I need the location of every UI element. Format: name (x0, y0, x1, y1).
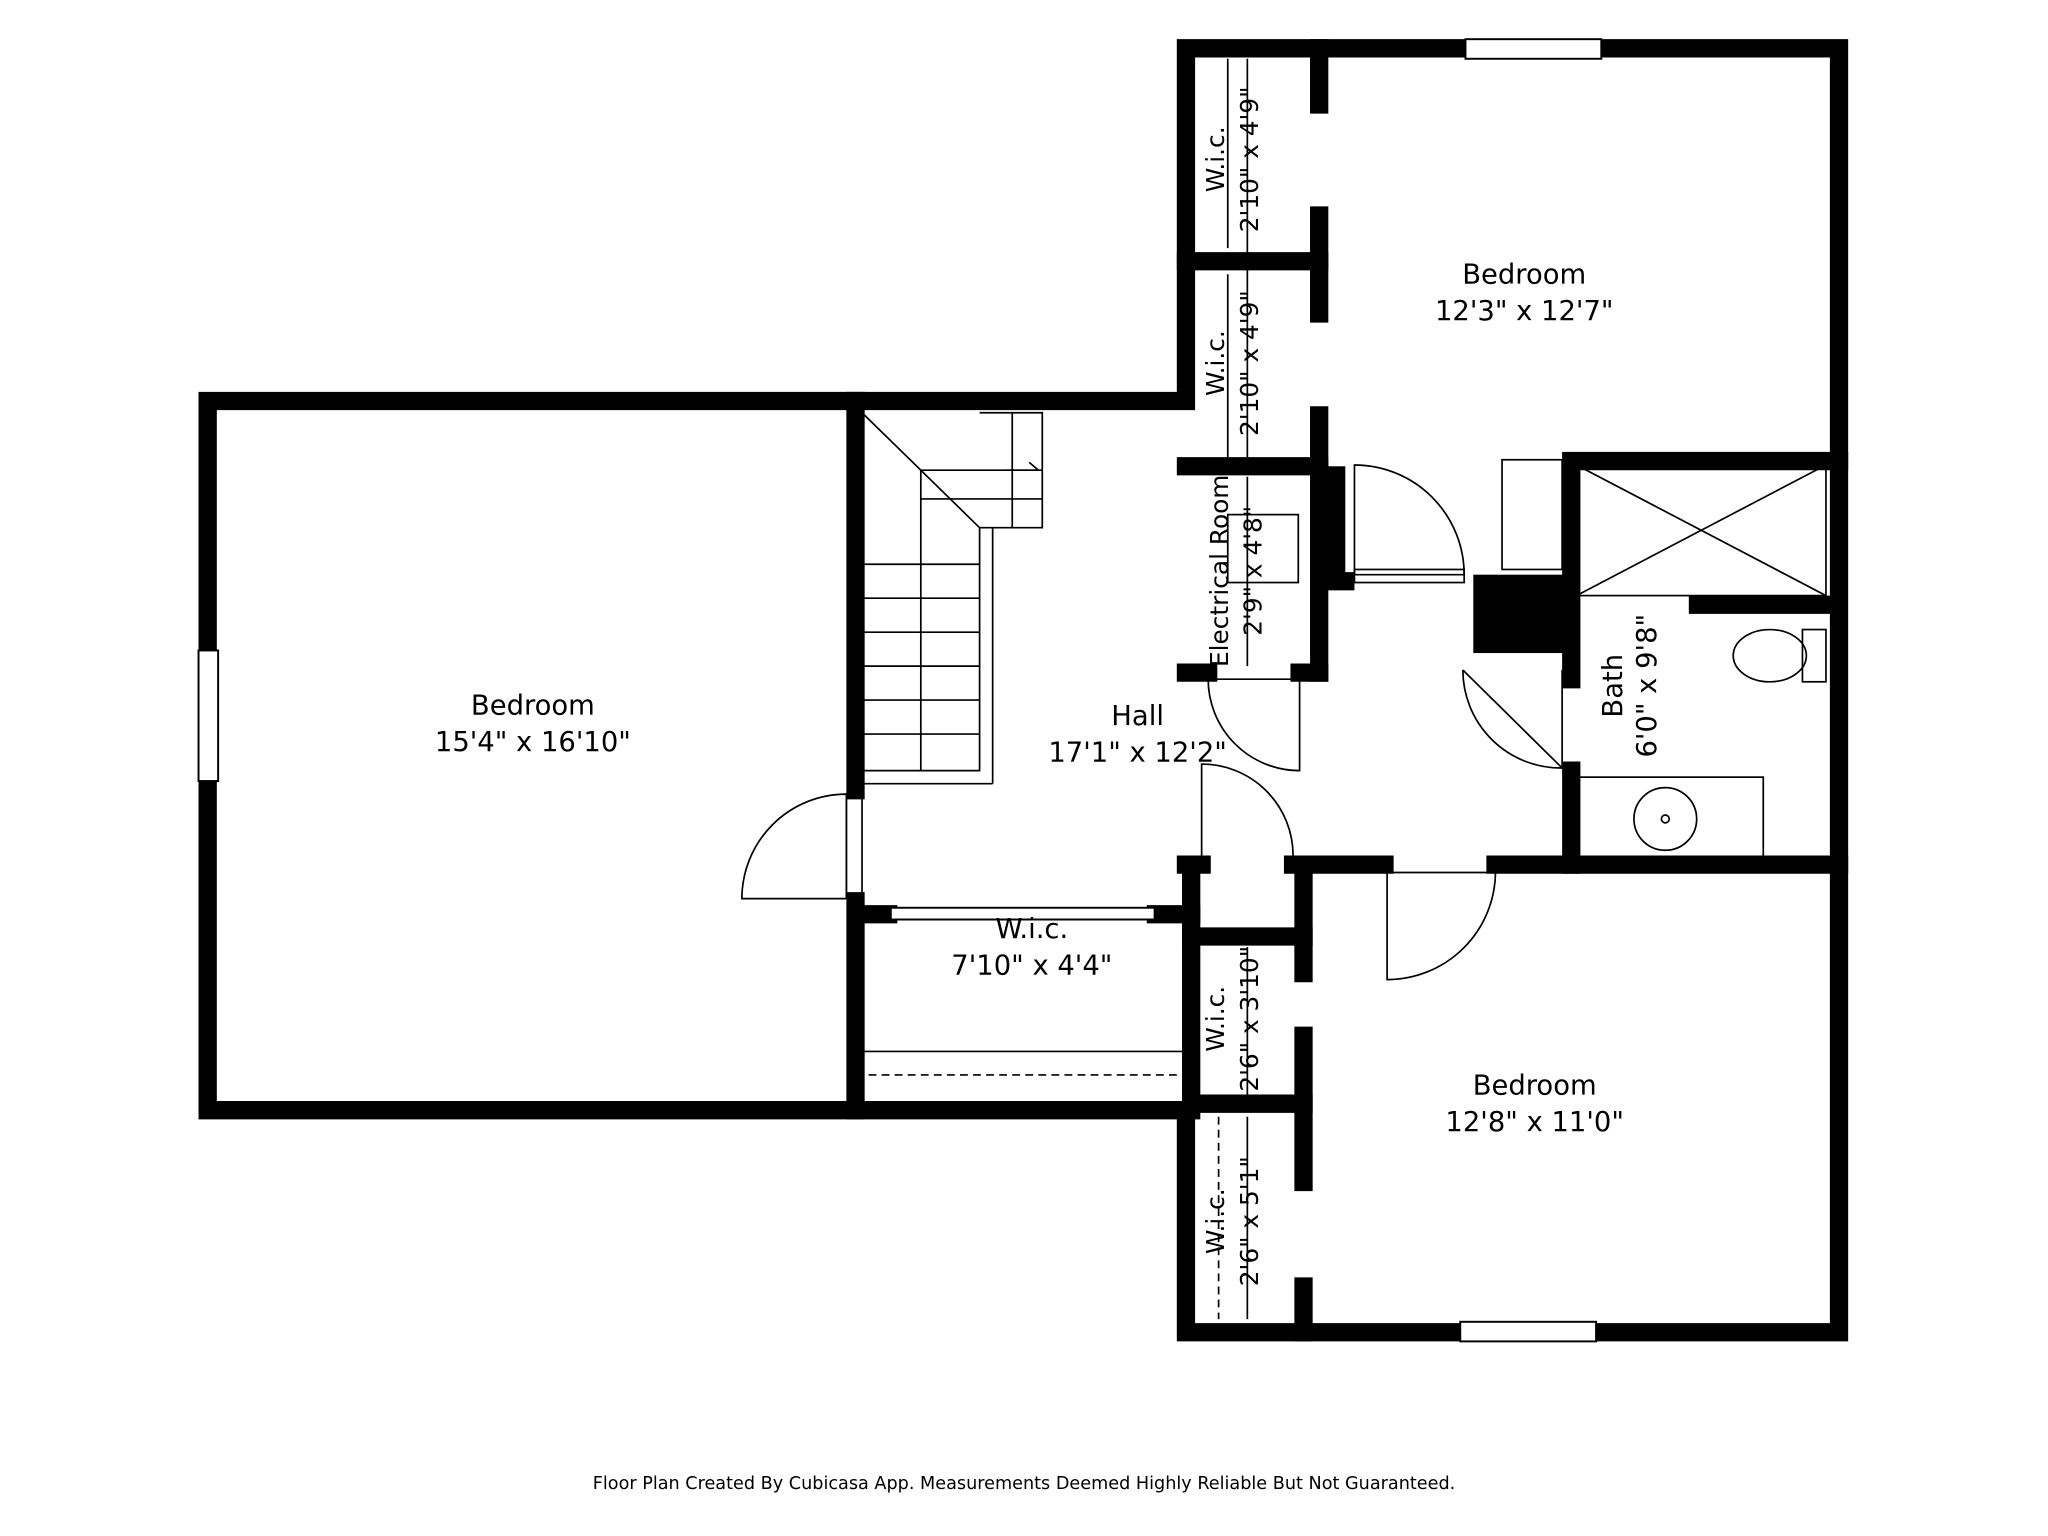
room-size: 12'8" x 11'0" (1445, 1107, 1624, 1138)
room-size: 2'9" x 4'8" (1239, 506, 1268, 636)
bath-fixtures (862, 58, 1827, 1320)
room-name: W.i.c. (1201, 986, 1230, 1052)
room-name: W.i.c. (1201, 1188, 1230, 1254)
room-size: 2'6" x 3'10" (1235, 946, 1264, 1092)
room-size: 2'10" x 4'9" (1235, 290, 1264, 436)
room-name: Hall (1111, 701, 1164, 732)
disclaimer-footer: Floor Plan Created By Cubicasa App. Meas… (593, 1474, 1456, 1494)
room-wic-top-2: W.i.c. 2'10" x 4'9" (1201, 290, 1264, 436)
room-hall: Hall 17'1" x 12'2" (1048, 701, 1227, 769)
room-size: 2'6" x 5'1" (1235, 1156, 1264, 1286)
room-name: W.i.c. (995, 914, 1068, 945)
room-bedroom-bottom-right: Bedroom 12'8" x 11'0" (1445, 1071, 1624, 1139)
windows (197, 38, 1603, 1343)
room-bath: Bath 6'0" x 9'8" (1598, 614, 1663, 758)
room-size: 7'10" x 4'4" (951, 950, 1112, 981)
stairs (861, 411, 1044, 785)
room-size: 17'1" x 12'2" (1048, 737, 1227, 768)
room-size: 12'3" x 12'7" (1435, 296, 1614, 327)
room-name: W.i.c. (1201, 126, 1230, 192)
doors (741, 464, 1563, 981)
room-name: Bedroom (471, 690, 595, 721)
walls (198, 39, 1849, 1342)
room-wic-bottom-2: W.i.c. 2'6" x 5'1" (1201, 1156, 1264, 1286)
room-bedroom-top-right: Bedroom 12'3" x 12'7" (1435, 259, 1614, 327)
room-wic-top-1: W.i.c. 2'10" x 4'9" (1201, 86, 1264, 232)
room-name: Bedroom (1462, 259, 1586, 290)
room-name: Electrical Room (1205, 475, 1234, 667)
room-name: Bedroom (1473, 1071, 1597, 1102)
room-name: W.i.c. (1201, 330, 1230, 396)
room-electrical: Electrical Room 2'9" x 4'8" (1205, 475, 1268, 667)
room-wic-hall: W.i.c. 7'10" x 4'4" (951, 914, 1112, 982)
room-bedroom-left: Bedroom 15'4" x 16'10" (435, 690, 631, 758)
room-size: 2'10" x 4'9" (1235, 86, 1264, 232)
room-size: 6'0" x 9'8" (1632, 614, 1663, 758)
room-name: Bath (1598, 654, 1629, 718)
room-size: 15'4" x 16'10" (435, 727, 631, 758)
room-wic-bottom-1: W.i.c. 2'6" x 3'10" (1201, 946, 1264, 1092)
